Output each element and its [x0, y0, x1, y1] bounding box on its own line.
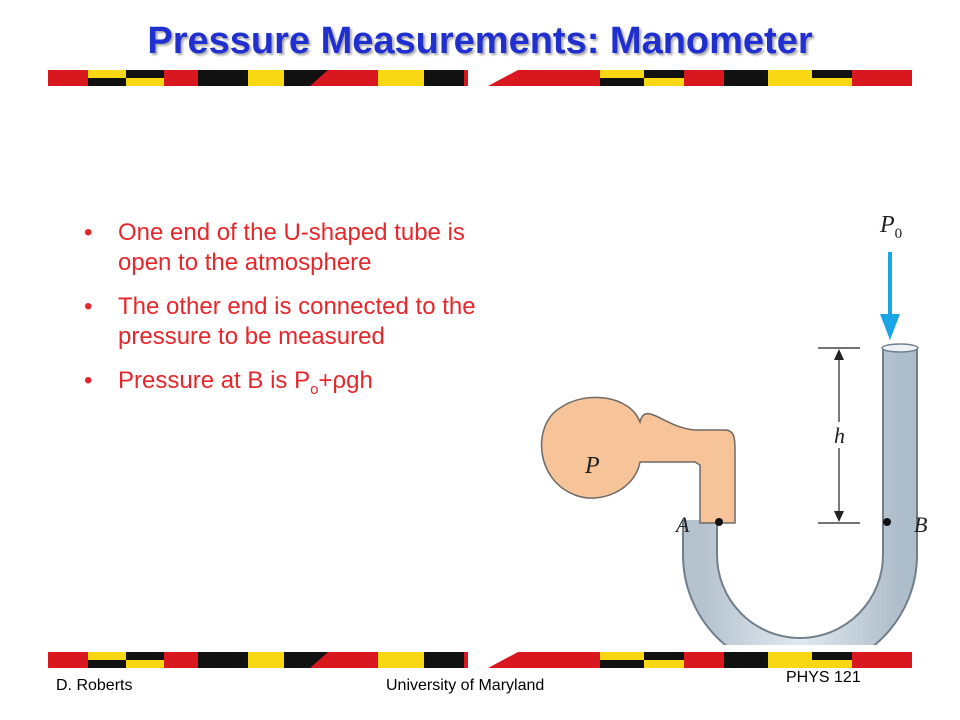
- bullet-text: The other end is connected to the pressu…: [118, 293, 476, 350]
- bullet-list: • One end of the U-shaped tube is open t…: [84, 218, 504, 419]
- h-arrow-up: [834, 349, 844, 360]
- footer-course: PHYS 121: [786, 669, 861, 686]
- bullet-dot: •: [84, 367, 93, 394]
- bullet-text-prefix: Pressure at B is P: [118, 367, 311, 394]
- slide-title: Pressure Measurements: Manometer: [147, 20, 813, 62]
- bullet-item: • Pressure at B is Po+ρgh: [84, 366, 504, 405]
- bullet-item: • The other end is connected to the pres…: [84, 292, 504, 352]
- footer-institution: University of Maryland: [386, 677, 545, 694]
- p-label: P: [584, 453, 600, 479]
- bullet-subscript: o: [310, 381, 319, 398]
- point-a-dot: [715, 518, 723, 526]
- bullet-item: • One end of the U-shaped tube is open t…: [84, 218, 504, 278]
- pressure-bulb: [540, 396, 736, 524]
- point-b-dot: [883, 518, 891, 526]
- p0-arrow-head: [880, 314, 900, 340]
- bullet-text: One end of the U-shaped tube is open to …: [118, 219, 465, 276]
- manometer-figure: h P0 P A B: [540, 212, 927, 645]
- h-arrow-down: [834, 511, 844, 522]
- b-label: B: [914, 512, 927, 537]
- h-label: h: [834, 423, 845, 448]
- bullet-dot: •: [84, 293, 93, 320]
- bullet-dot: •: [84, 219, 93, 246]
- tube-open-end: [881, 343, 919, 353]
- p0-label: P0: [879, 212, 902, 242]
- footer-author: D. Roberts: [56, 677, 133, 694]
- bullet-text-suffix: +ρgh: [318, 367, 373, 394]
- footer-band: [48, 652, 912, 668]
- u-tube-fill: [684, 348, 916, 645]
- a-label: A: [674, 512, 690, 537]
- header-band: [48, 70, 912, 86]
